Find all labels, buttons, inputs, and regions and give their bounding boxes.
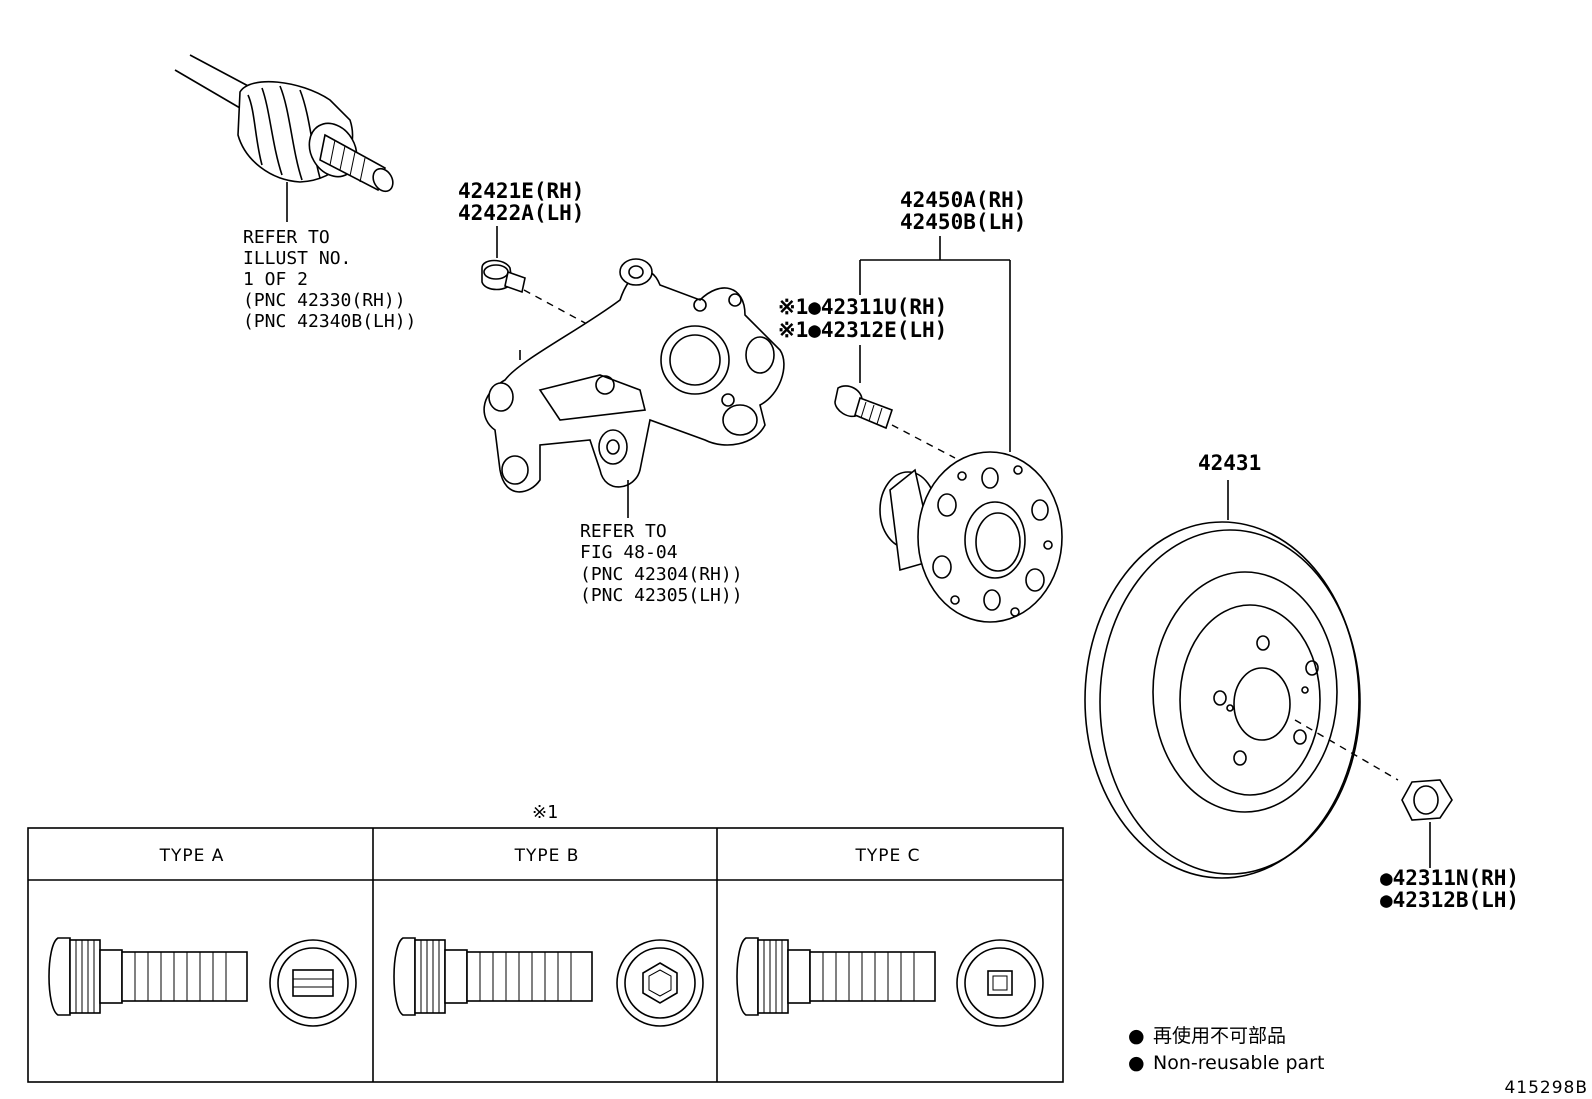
type-b-header: TYPE B (514, 846, 580, 866)
knuckle-ref-line-3: (PNC 42304(RH)) (580, 564, 743, 585)
legend-bullet-1: ● (1128, 1025, 1145, 1047)
type-c-header: TYPE C (854, 846, 920, 866)
hub-bearing-illustration (879, 451, 1063, 623)
knuckle-ref-line-4: (PNC 42305(LH)) (580, 585, 743, 606)
disc-part-number: 42431 (1198, 451, 1261, 475)
legend-text-english: Non-reusable part (1153, 1052, 1324, 1074)
legend-bullet-2: ● (1128, 1052, 1145, 1074)
knuckle-bolt-illustration (481, 259, 526, 294)
hub-bolt-part-rh: ※1●42311U(RH) (778, 295, 947, 319)
hub-assy-part-rh: 42450A(RH) (900, 188, 1026, 212)
knuckle-ref-line-2: FIG 48-04 (580, 542, 678, 563)
type-b-stud-illustration (393, 937, 704, 1027)
legend-text-japanese: 再使用不可部品 (1153, 1025, 1286, 1047)
hub-assy-part-lh: 42450B(LH) (900, 210, 1026, 234)
type-a-stud-illustration (48, 937, 357, 1027)
bolt-part-rh: 42421E(RH) (458, 179, 584, 203)
type-table (27, 827, 1064, 1083)
steering-knuckle-illustration (483, 258, 785, 493)
brake-disc-illustration (1084, 521, 1361, 879)
nut-part-rh: ●42311N(RH) (1380, 866, 1519, 890)
nut-part-lh: ●42312B(LH) (1380, 888, 1519, 912)
type-c-stud-illustration (736, 937, 1044, 1027)
type-table-mark: ※1 (532, 802, 558, 823)
figure-id: 415298B (1504, 1078, 1588, 1098)
hub-bolt-illustration (834, 385, 894, 430)
hub-nut-illustration (1401, 779, 1453, 868)
driveshaft-ref-line-5: (PNC 42340B(LH)) (243, 311, 416, 332)
driveshaft-ref-line-4: (PNC 42330(RH)) (243, 290, 406, 311)
driveshaft-ref-line-2: ILLUST NO. (243, 248, 351, 269)
driveshaft-illustration (174, 54, 394, 222)
driveshaft-ref-line-3: 1 OF 2 (243, 269, 308, 290)
bolt-part-lh: 42422A(LH) (458, 201, 584, 225)
knuckle-ref-line-1: REFER TO (580, 521, 667, 542)
type-a-header: TYPE A (159, 846, 225, 866)
driveshaft-ref-line-1: REFER TO (243, 227, 330, 248)
hub-bolt-part-lh: ※1●42312E(LH) (778, 318, 947, 342)
